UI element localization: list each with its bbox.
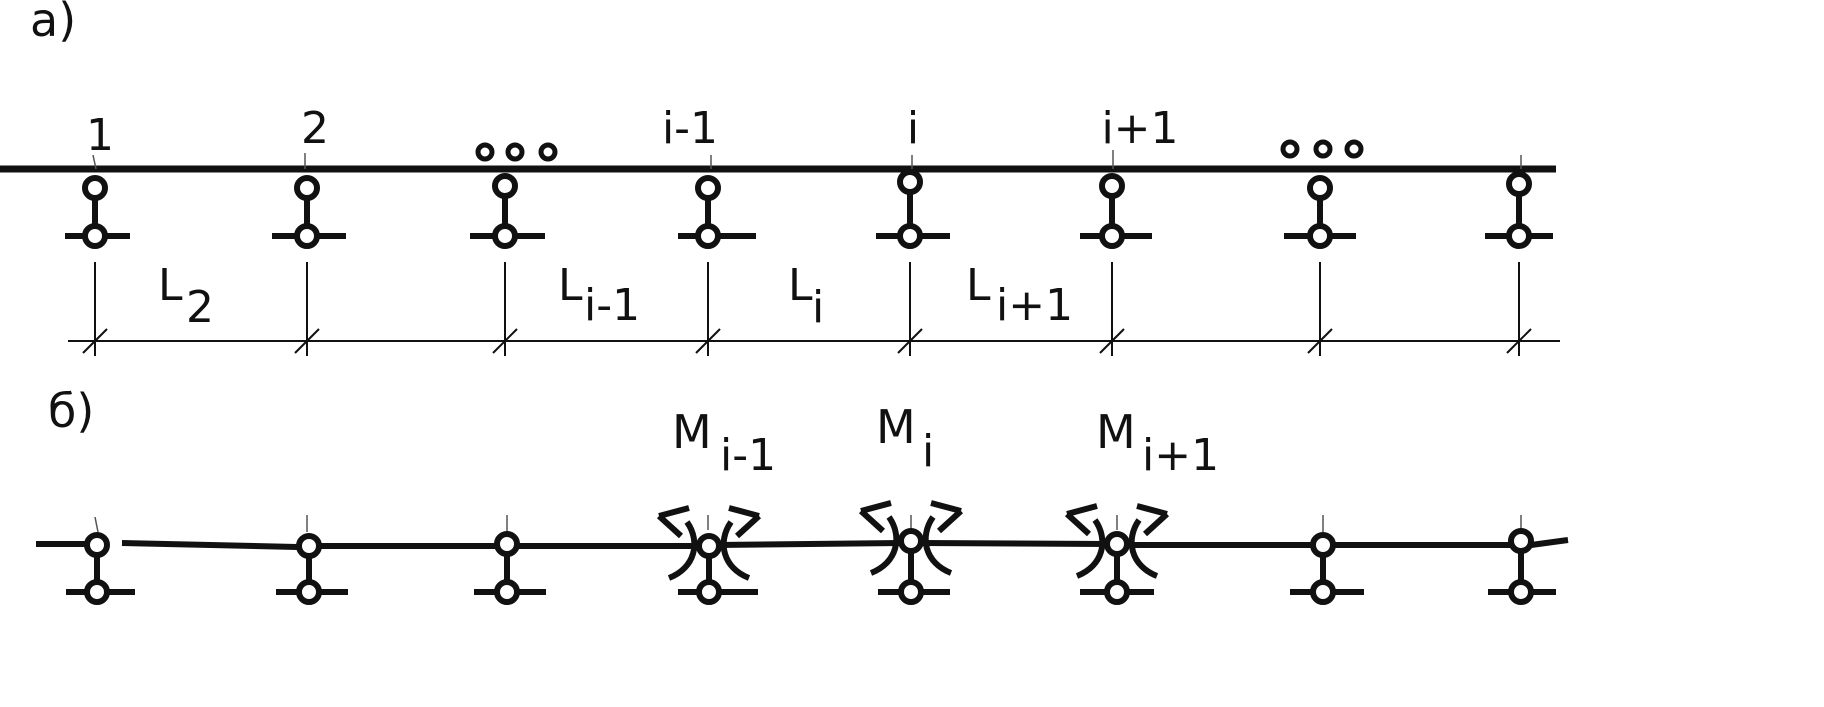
span-label-li: L i: [788, 260, 824, 333]
dimension-line: [68, 262, 1560, 356]
svg-text:i: i: [812, 282, 824, 333]
moment-arrows-i-minus-1: [656, 505, 762, 581]
svg-text:i+1: i+1: [996, 280, 1073, 331]
moment-label-mi-minus-1: M i-1: [672, 405, 776, 481]
svg-text:i-1: i-1: [584, 280, 640, 331]
part-b: б) M i-1 M i M i+1: [36, 384, 1569, 605]
moment-label-mi-plus-1: M i+1: [1096, 405, 1219, 481]
ellipsis-dots-left: [475, 142, 558, 162]
svg-text:i+1: i+1: [1142, 430, 1219, 481]
supports-a: [65, 169, 1553, 249]
svg-text:L: L: [788, 260, 813, 311]
support-label-1: 1: [86, 110, 114, 161]
support-label-i-plus-1: i+1: [1101, 103, 1178, 154]
support-label-i-minus-1: i-1: [662, 103, 718, 154]
svg-text:i: i: [922, 426, 934, 477]
span-label-l2: L 2: [158, 260, 214, 333]
support-a-7: [1284, 175, 1356, 249]
part-b-label: б): [48, 384, 94, 438]
support-b-2: [276, 533, 348, 605]
support-a-2: [272, 175, 346, 249]
svg-text:M: M: [1096, 405, 1136, 459]
svg-text:M: M: [876, 400, 916, 454]
moment-arrows-i-plus-1: [1064, 503, 1170, 579]
support-b-8: [1488, 528, 1556, 605]
support-b-6: [1080, 531, 1154, 605]
support-b-4: [678, 533, 758, 605]
beam-segments-b: [36, 537, 1569, 550]
svg-text:M: M: [672, 405, 712, 459]
part-a-label: а): [30, 0, 76, 47]
support-a-3: [470, 173, 545, 249]
supports-b: [66, 528, 1556, 605]
svg-text:L: L: [558, 260, 583, 311]
support-a-5: [876, 169, 950, 249]
support-a-8: [1485, 171, 1553, 249]
span-label-li-plus-1: L i+1: [966, 260, 1073, 331]
support-b-7: [1290, 532, 1364, 605]
support-label-2: 2: [301, 103, 329, 154]
support-b-3: [474, 531, 546, 605]
support-ticks-a: [92, 150, 1522, 170]
part-a: а) 1 2 i-1 i i+1: [0, 0, 1560, 356]
svg-text:i-1: i-1: [720, 430, 776, 481]
support-ticks-b: [94, 515, 1522, 533]
svg-text:2: 2: [186, 282, 214, 333]
moment-label-mi: M i: [876, 400, 934, 477]
svg-text:L: L: [966, 260, 991, 311]
support-a-1: [65, 175, 130, 249]
svg-text:L: L: [158, 260, 183, 311]
support-label-i: i: [907, 103, 919, 154]
support-a-6: [1080, 173, 1152, 249]
moment-arrows-i: [858, 500, 964, 576]
span-label-li-minus-1: L i-1: [558, 260, 640, 331]
support-b-1: [66, 532, 135, 605]
ellipsis-dots-right: [1280, 139, 1364, 159]
support-b-5: [878, 528, 950, 605]
support-a-4: [678, 175, 756, 249]
